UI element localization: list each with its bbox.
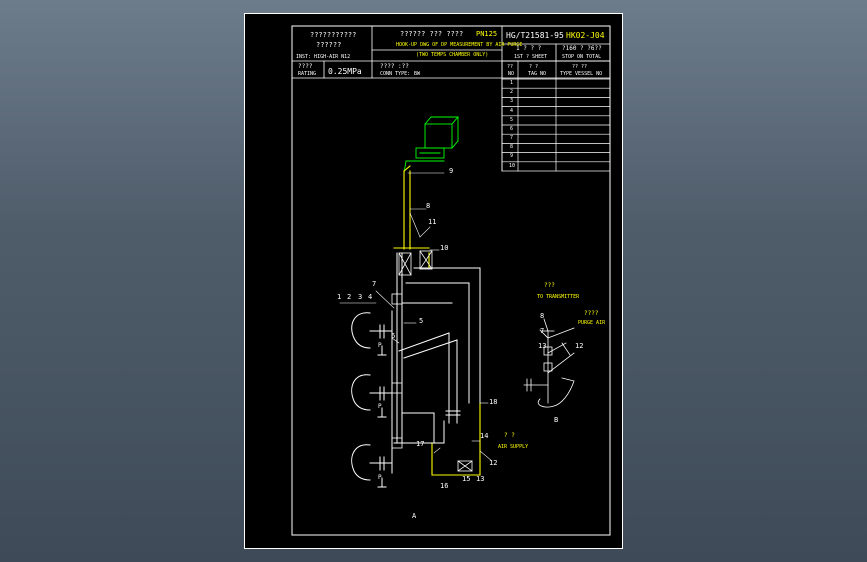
drawing-number: HK02-J04 xyxy=(566,31,605,40)
purge-air-label-cn: ???? xyxy=(584,310,599,317)
callout-15: 15 xyxy=(462,475,471,483)
pressure-mark: P xyxy=(378,403,382,410)
pressure-mark: P xyxy=(378,474,382,481)
to-transmitter-label-cn: ??? xyxy=(544,282,555,289)
callout-12: 12 xyxy=(489,459,498,467)
parts-col-tag-en: TAG NO xyxy=(528,71,547,77)
drawing-title-cn: ?????? ??? ???? xyxy=(400,30,464,38)
conn-label-en: CONN TYPE: xyxy=(380,71,411,77)
parts-col-type-cn: ?? ?? xyxy=(572,64,588,70)
detail-b-callout-8: 8 xyxy=(540,312,545,320)
callout-18: 18 xyxy=(489,398,498,406)
inner-frame xyxy=(291,25,611,536)
company-name-line2: ?????? xyxy=(316,41,342,49)
parts-row-number: 9 xyxy=(510,153,514,159)
transmitter-symbol xyxy=(403,116,459,174)
pressure-label-en: RATING xyxy=(298,71,317,77)
to-transmitter-label-en: TO TRANSMITTER xyxy=(537,294,580,300)
parts-col-no-en: NO xyxy=(508,71,515,77)
callout-14: 14 xyxy=(480,432,489,440)
callout-4: 4 xyxy=(368,293,373,301)
drawing-code: PN125 xyxy=(476,30,498,38)
callout-3: 3 xyxy=(358,293,363,301)
callout-1: 1 xyxy=(337,293,342,301)
gaoya-label: ?160 ? ?6?? xyxy=(562,45,602,52)
callout-17: 17 xyxy=(416,440,425,448)
drawing-canvas xyxy=(244,13,623,549)
parts-row-number: 5 xyxy=(510,117,514,123)
standard-number: HG/T21581-95 xyxy=(506,31,564,40)
callout-11: 11 xyxy=(428,218,437,226)
impulse-lines xyxy=(393,165,481,476)
callout-2: 2 xyxy=(347,293,352,301)
parts-table-grid xyxy=(501,60,611,172)
conn-label-cn: ???? :?? xyxy=(380,63,409,70)
drawing-title-en: HOOK-UP DWG OF DP MEASUREMENT BY AIR PUR… xyxy=(396,42,523,48)
parts-row-number: 4 xyxy=(510,108,514,114)
sheet-label-en: 1ST ? SHEET xyxy=(514,54,548,60)
parts-col-tag-cn: ? ? xyxy=(529,64,539,70)
callout-6: 6 xyxy=(391,332,396,340)
detail-b-callout-7: 7 xyxy=(540,327,545,335)
callout-9: 9 xyxy=(449,167,454,175)
pressure-label-cn: ???? xyxy=(298,63,313,70)
conn-value: BW xyxy=(414,71,421,77)
parts-row-number: 3 xyxy=(510,98,514,104)
vessel-taps xyxy=(351,312,393,488)
callout-10: 10 xyxy=(440,244,449,252)
detail-b-group xyxy=(523,318,575,408)
parts-row-number: 6 xyxy=(510,126,514,132)
callout-13: 13 xyxy=(476,475,485,483)
callout-7: 7 xyxy=(372,280,377,288)
gaoya-label-en: STOP ON TOTAL xyxy=(562,54,602,60)
leader-lines xyxy=(339,172,493,462)
parts-col-no-cn: ?? xyxy=(507,64,514,70)
fluid-label: INST: HIGH-AIR N12 xyxy=(296,54,351,60)
pressure-value: 0.25MPa xyxy=(328,67,362,76)
sheet-label: 1 ? ? ? xyxy=(516,45,542,52)
purge-air-label-en: PURGE AIR xyxy=(578,320,606,326)
piping-lines xyxy=(391,252,481,474)
drawing-subtitle-en: (TWO TEMPS CHAMBER ONLY) xyxy=(416,52,489,58)
callout-16: 16 xyxy=(440,482,449,490)
callout-5: 5 xyxy=(419,317,424,325)
valve-group-main xyxy=(391,250,473,472)
parts-col-type-en: TYPE VESSEL NO xyxy=(560,71,603,77)
air-supply-label-en: AIR SUPPLY xyxy=(498,444,529,450)
air-supply-label-cn: ? ? xyxy=(504,432,515,439)
detail-b-callout-13: 13 xyxy=(538,342,547,350)
view-b-label: B xyxy=(554,416,559,424)
parts-row-number: 8 xyxy=(510,144,514,150)
pressure-mark: P xyxy=(378,342,382,349)
view-a-label: A xyxy=(412,512,417,520)
outer-frame xyxy=(244,13,623,549)
parts-row-number: 1 xyxy=(510,80,514,86)
parts-row-number: 10 xyxy=(509,163,516,169)
parts-row-number: 7 xyxy=(510,135,514,141)
callout-8: 8 xyxy=(426,202,431,210)
company-name-line1: ??????????? xyxy=(310,31,357,39)
parts-row-number: 2 xyxy=(510,89,514,95)
detail-b-callout-12: 12 xyxy=(575,342,584,350)
drawing-sheet: ??????????? ?????? INST: HIGH-AIR N12 ??… xyxy=(244,13,623,549)
